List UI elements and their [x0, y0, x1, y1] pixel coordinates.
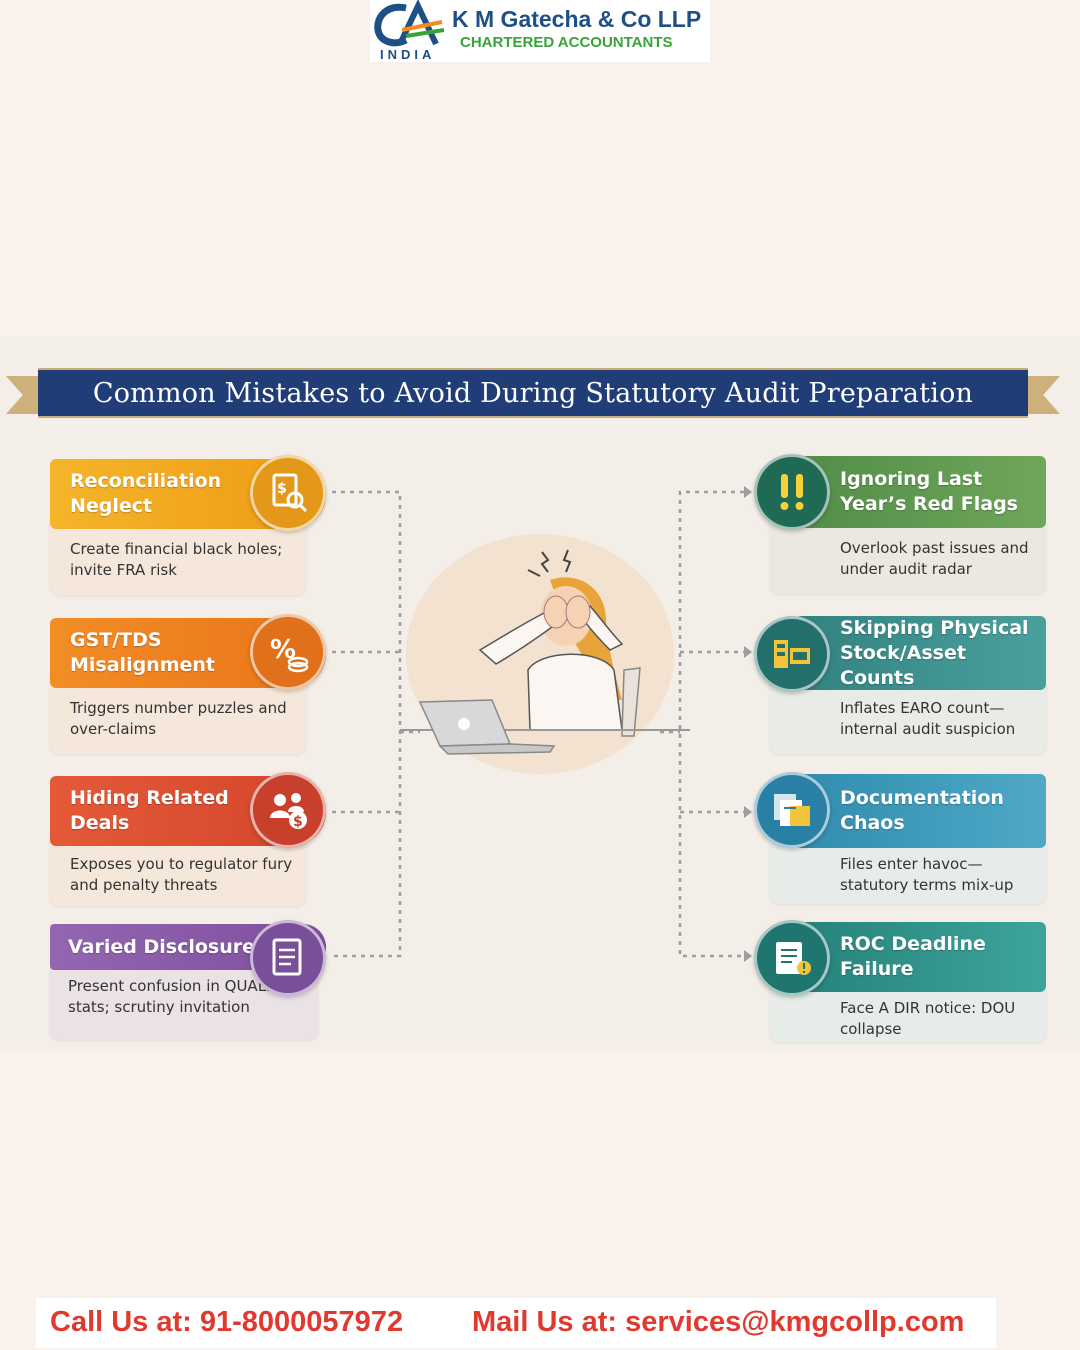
card-description: Exposes you to regulator fury and penalt…: [70, 855, 293, 894]
inventory-icon: [754, 616, 830, 692]
card-title: ROC Deadline Failure: [840, 933, 986, 980]
card-title: Ignoring Last Year’s Red Flags: [840, 468, 1018, 515]
percent-coins-icon: %: [250, 614, 326, 690]
card-title: Skipping Physical Stock/Asset Counts: [840, 616, 1029, 689]
card-documentation-chaos: Documentation Chaos Files enter havoc—st…: [754, 772, 1046, 906]
contact-footer: Call Us at: 91-8000057972 Mail Us at: se…: [36, 1298, 996, 1348]
svg-text:$: $: [293, 814, 303, 830]
card-description: Present confusion in QUALIT stats; scrut…: [68, 977, 280, 1016]
card-description: Files enter havoc—statutory terms mix-up: [840, 855, 1014, 894]
card-body: [50, 838, 306, 906]
title-banner: Common Mistakes to Avoid During Statutor…: [38, 368, 1028, 418]
card-hiding-related-deals: Hiding Related Deals Exposes you to regu…: [50, 772, 332, 906]
card-description: Face A DIR notice: DOU collapse: [840, 999, 1016, 1038]
people-money-icon: $: [250, 772, 326, 848]
call-us-text[interactable]: Call Us at: 91-8000057972: [50, 1306, 404, 1338]
card-gst-tds-misalignment: GST/TDS Misalignment Triggers number puz…: [50, 614, 332, 756]
document-icon: [250, 920, 326, 996]
card-body: [770, 988, 1046, 1042]
page-title: Common Mistakes to Avoid During Statutor…: [92, 377, 974, 409]
card-title: Varied Disclosures: [68, 935, 267, 958]
exclamation-icon: [754, 454, 830, 530]
card-title: Reconciliation Neglect: [70, 470, 222, 517]
card-reconciliation-neglect: Reconciliation Neglect Create financial …: [50, 455, 332, 597]
card-body: [770, 522, 1046, 594]
firm-name: K M Gatecha & Co LLP: [452, 6, 702, 32]
card-body: [50, 680, 306, 754]
notice-icon: [754, 920, 830, 996]
card-description: Triggers number puzzles and over-claims: [70, 699, 287, 738]
firm-tagline: CHARTERED ACCOUNTANTS: [460, 34, 673, 51]
card-title: Hiding Related Deals: [70, 787, 229, 834]
card-body: [50, 519, 306, 595]
card-description: Create financial black holes; invite FRA…: [70, 540, 283, 579]
firm-logo: INDIA K M Gatecha & Co LLP CHARTERED ACC…: [370, 0, 710, 62]
document-search-icon: $: [250, 455, 326, 531]
card-skipping-physical-counts: Skipping Physical Stock/Asset Counts Inf…: [754, 616, 1046, 756]
files-icon: [754, 772, 830, 848]
ca-logo-icon: [374, 0, 445, 47]
mail-us-text[interactable]: Mail Us at: services@kmgcollp.com: [472, 1306, 965, 1338]
stressed-person-illustration: [400, 549, 690, 755]
card-description: Overlook past issues and under audit rad…: [840, 539, 1029, 578]
svg-text:%: %: [270, 635, 296, 665]
svg-text:$: $: [277, 481, 287, 497]
logo-country: INDIA: [380, 47, 436, 62]
card-title: GST/TDS Misalignment: [70, 629, 215, 676]
card-title: Documentation Chaos: [840, 787, 1004, 834]
card-varied-disclosures: Varied Disclosures Present confusion in …: [50, 920, 332, 1042]
card-body: [770, 684, 1046, 754]
card-body: [770, 842, 1046, 904]
card-roc-deadline-failure: ROC Deadline Failure Face A DIR notice: …: [754, 920, 1046, 1044]
card-description: Inflates EARO count—internal audit suspi…: [840, 699, 1016, 738]
card-header: Varied Disclosures: [50, 924, 326, 970]
card-ignoring-red-flags: Ignoring Last Year’s Red Flags Overlook …: [754, 454, 1046, 596]
